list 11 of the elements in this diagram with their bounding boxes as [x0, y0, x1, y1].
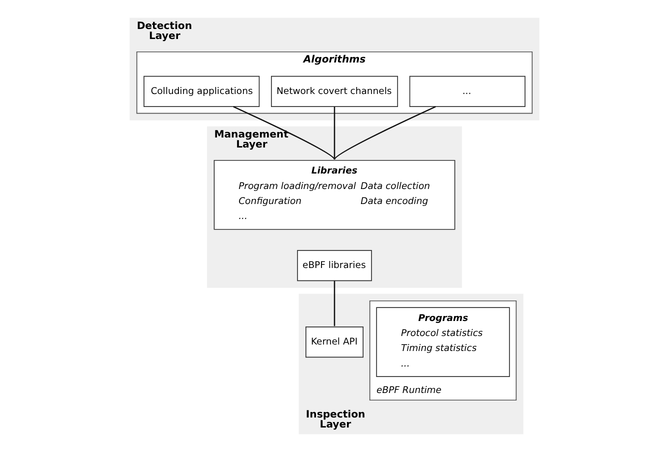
- node-box: ...: [408, 76, 525, 107]
- connector: [333, 280, 335, 326]
- node-box: eBPF libraries: [296, 250, 372, 282]
- connector: [333, 106, 436, 160]
- node-box: Libraries Program loading/removal Data collection Configuration Data encoding ...: [213, 160, 455, 230]
- node-box: Kernel API: [304, 326, 364, 358]
- node-box: Network covert channels: [270, 76, 398, 107]
- connector: [333, 106, 335, 160]
- node-box: Programs Protocol statistics Timing statistics ...: [376, 307, 510, 377]
- node-box: Colluding applications: [143, 76, 260, 107]
- connector: [232, 106, 335, 160]
